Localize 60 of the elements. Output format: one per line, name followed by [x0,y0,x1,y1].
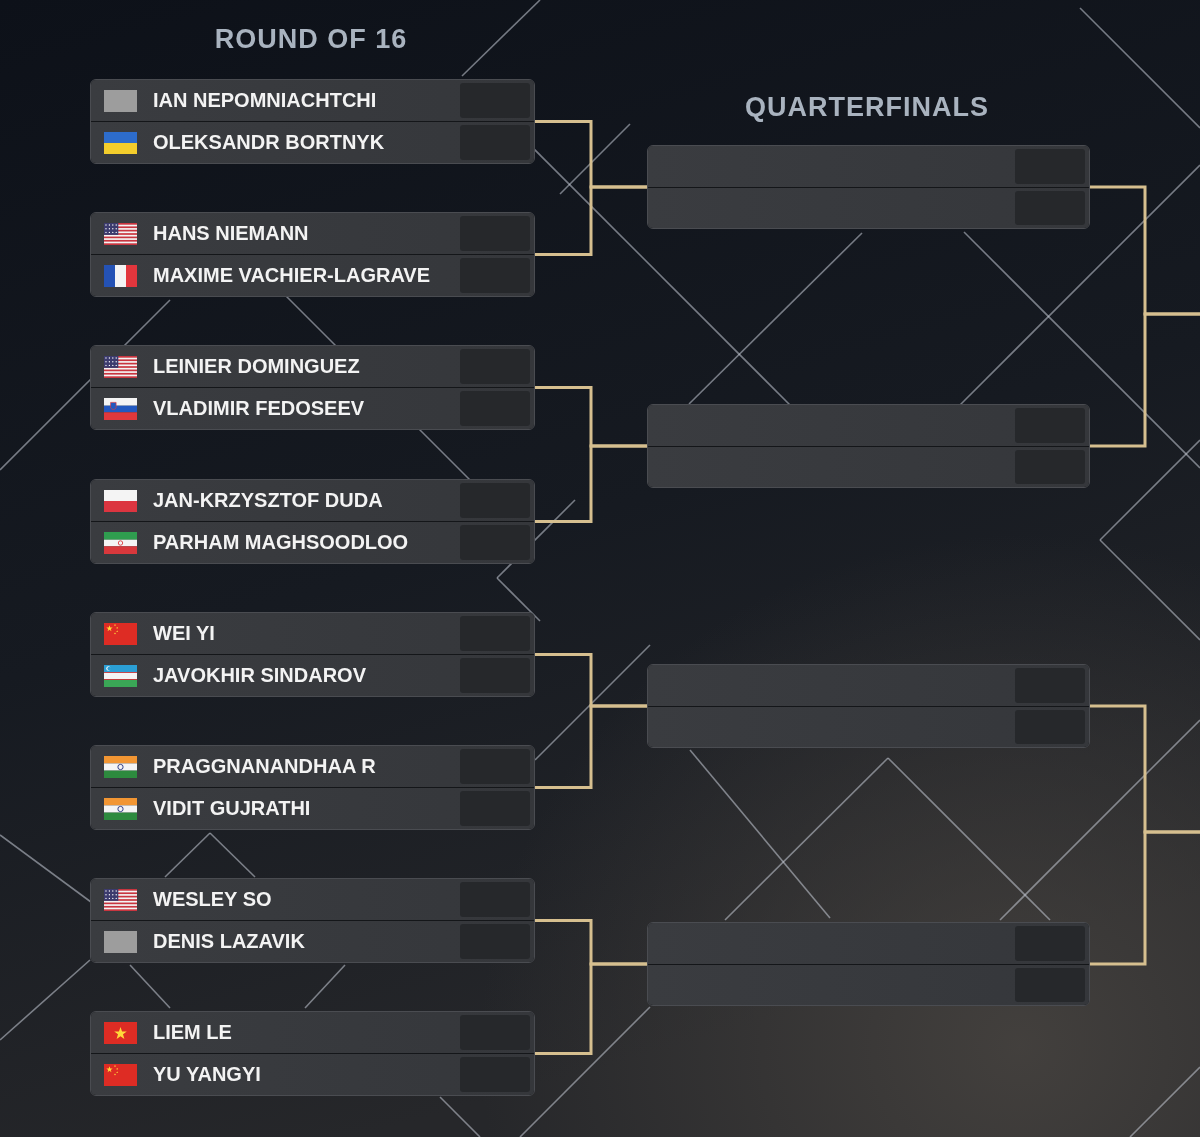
player-name: HANS NIEMANN [153,222,309,245]
player-row [91,921,534,962]
match-card [90,345,535,430]
match-card [90,745,535,830]
player-row [91,346,534,387]
match-card [90,79,535,164]
player-row [91,746,534,787]
match-card [90,612,535,697]
player-row [91,80,534,121]
player-name: DENIS LAZAVIK [153,930,305,953]
empty-player-row [648,665,1089,706]
empty-player-row [648,923,1089,964]
player-row [91,213,534,254]
match-card [647,145,1090,229]
player-row [91,388,534,429]
match-card [90,878,535,963]
player-name: JAVOKHIR SINDAROV [153,664,366,687]
player-name: OLEKSANDR BORTNYK [153,131,385,154]
player-name: WEI YI [153,622,215,645]
match-card [90,1011,535,1096]
bracket-connector [1090,312,1200,448]
player-name: PRAGGNANANDHAA R [153,755,376,778]
player-name: VIDIT GUJRATHI [153,797,311,820]
match-card [647,404,1090,488]
player-name: YU YANGYI [153,1063,261,1086]
column-heading: QUARTERFINALS [745,92,989,123]
player-row [91,613,534,654]
empty-player-row [648,405,1089,446]
player-name: PARHAM MAGHSOODLOO [153,531,409,554]
player-row [91,1054,534,1095]
player-row [91,655,534,696]
empty-player-row [648,964,1089,1005]
match-card [90,212,535,297]
bracket-connector [1090,830,1200,966]
player-row [91,788,534,829]
match-card [647,664,1090,748]
bracket-connector [535,704,647,789]
player-name: JAN-KRZYSZTOF DUDA [153,489,383,512]
player-name: MAXIME VACHIER-LAGRAVE [153,264,431,287]
player-row [91,1012,534,1053]
player-row [91,480,534,521]
player-name: WESLEY SO [153,888,272,911]
player-name: LIEM LE [153,1021,232,1044]
player-name: IAN NEPOMNIACHTCHI [153,89,377,112]
player-row [91,879,534,920]
bracket-connector [535,444,647,523]
player-name: VLADIMIR FEDOSEEV [153,397,365,420]
empty-player-row [648,446,1089,487]
match-card [647,922,1090,1006]
player-row [91,122,534,163]
bracket-connector [535,185,647,256]
empty-player-row [648,146,1089,187]
player-row [91,522,534,563]
empty-player-row [648,706,1089,747]
player-name: LEINIER DOMINGUEZ [153,355,360,378]
bracket-connector [535,962,647,1055]
match-card [90,479,535,564]
column-heading: ROUND OF 16 [214,24,408,55]
player-row [91,255,534,296]
empty-player-row [648,187,1089,228]
